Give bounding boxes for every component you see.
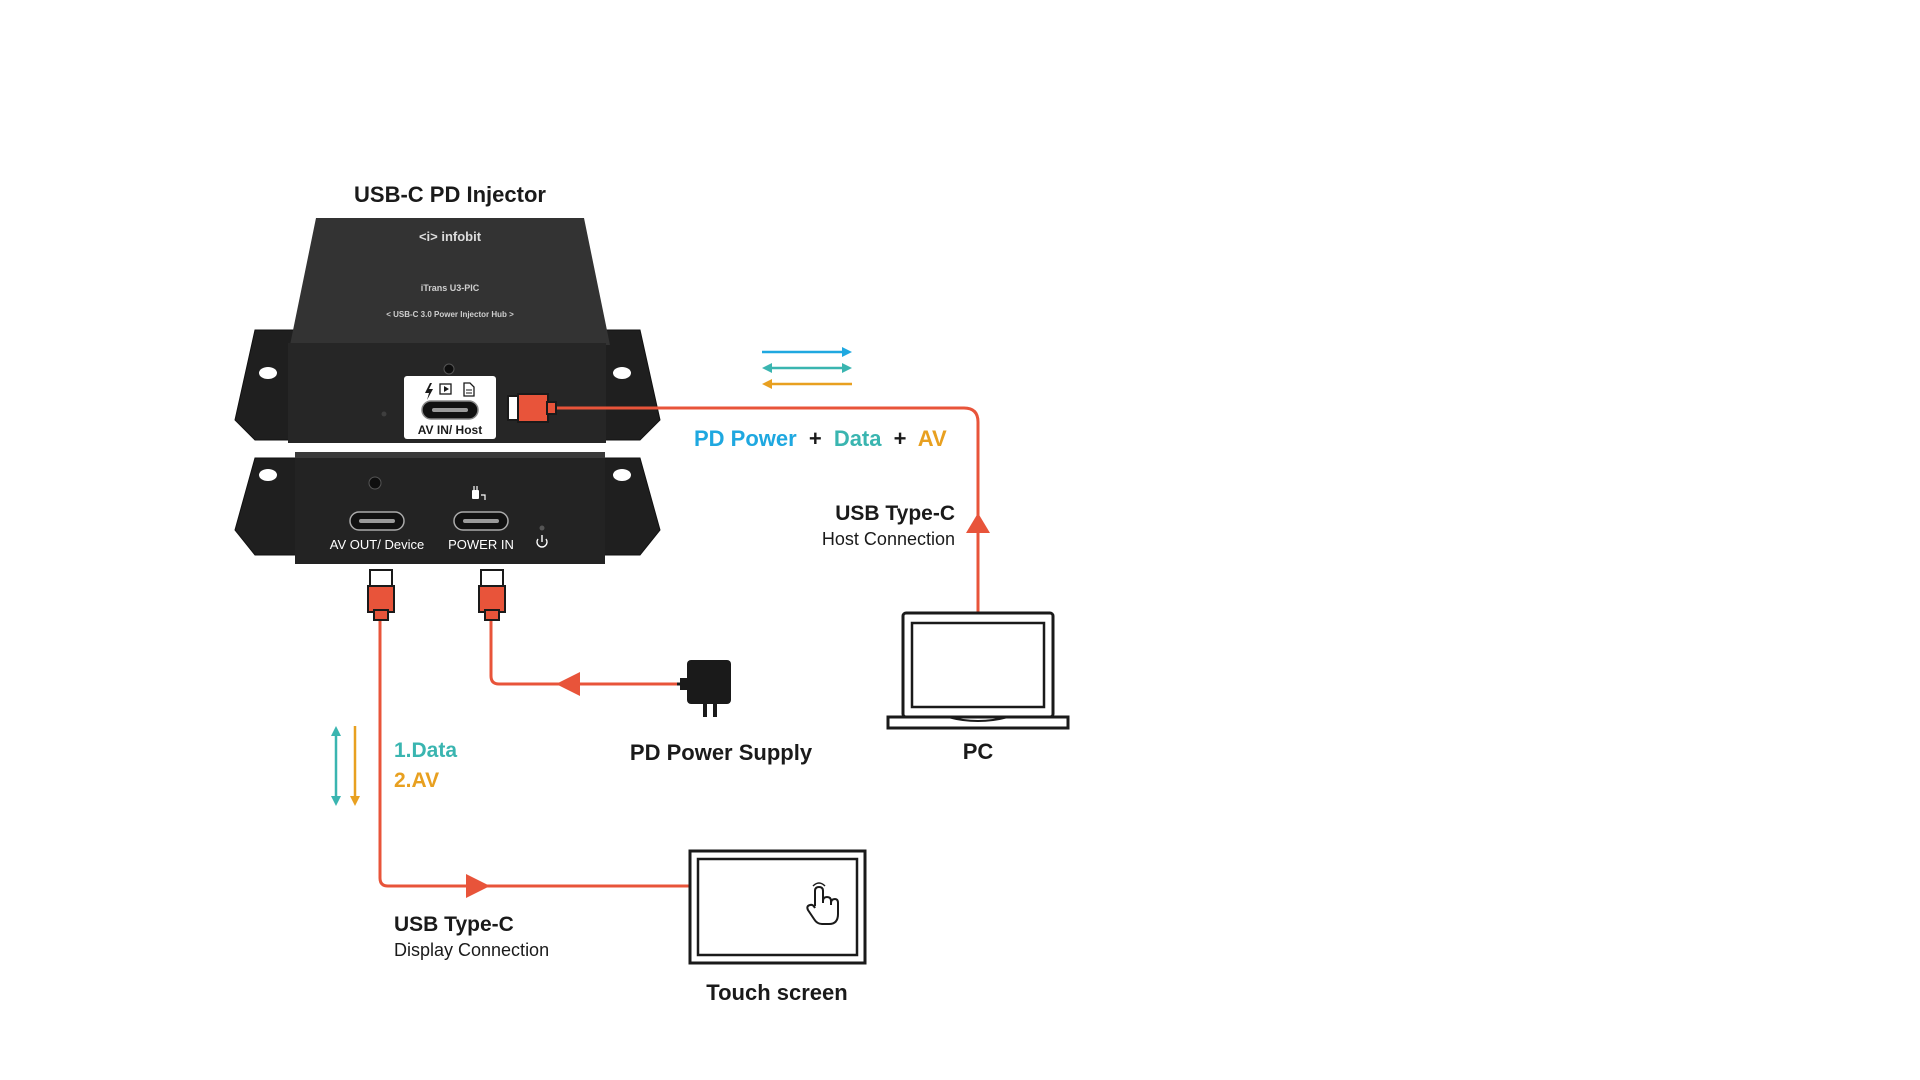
av-in-port-label: AV IN/ Host xyxy=(418,423,482,437)
display-cable xyxy=(378,618,690,888)
device-signal-arrows xyxy=(331,726,360,806)
av-out-port-label: AV OUT/ Device xyxy=(330,537,424,552)
av-label: AV xyxy=(918,426,947,451)
power-arrow-left xyxy=(556,672,580,696)
touch-screen-icon xyxy=(688,849,867,965)
plus-separator: + xyxy=(894,426,907,451)
touch-screen-label: Touch screen xyxy=(706,980,847,1005)
power-in-connector xyxy=(478,569,506,621)
host-cable xyxy=(556,406,980,612)
av-out-connector xyxy=(367,569,395,621)
display-arrow-right xyxy=(466,874,490,898)
data-label: Data xyxy=(834,426,882,451)
device-lower-face xyxy=(295,456,605,564)
model-name: iTrans U3-PIC xyxy=(421,283,480,293)
signal-legend: PD Power + Data + AV xyxy=(694,426,947,451)
power-icon xyxy=(536,535,548,548)
bracket-holes xyxy=(259,367,631,481)
display-link-subtitle: Display Connection xyxy=(394,940,549,960)
plus-separator: + xyxy=(809,426,822,451)
device-top-panel xyxy=(290,218,610,345)
host-link-title: USB Type-C xyxy=(835,502,955,525)
bolt-icon xyxy=(425,383,433,400)
host-arrow-up xyxy=(966,513,990,533)
play-icon xyxy=(439,383,452,395)
power-adapter-icon xyxy=(677,660,731,717)
cables xyxy=(378,406,980,888)
pd-power-label: PD Power xyxy=(694,426,797,451)
brand-logo: <i> infobit xyxy=(419,229,482,244)
pc-label: PC xyxy=(963,739,994,764)
pd-injector-device: <i> infobit iTrans U3-PIC < USB-C 3.0 Po… xyxy=(234,218,661,564)
power-supply-label: PD Power Supply xyxy=(630,740,813,765)
laptop-icon xyxy=(886,611,1070,730)
host-signal-arrows xyxy=(762,347,852,389)
power-in-port-label: POWER IN xyxy=(448,537,514,552)
display-link-title: USB Type-C xyxy=(394,913,514,936)
host-link-subtitle: Host Connection xyxy=(822,529,955,549)
hand-pointer-icon xyxy=(806,882,839,925)
device-data-label: 1.Data xyxy=(394,739,457,762)
model-subtitle: < USB-C 3.0 Power Injector Hub > xyxy=(386,310,514,319)
diagram-title: USB-C PD Injector xyxy=(354,182,546,207)
device-av-label: 2.AV xyxy=(394,769,439,792)
document-icon xyxy=(463,382,475,397)
plug-icon xyxy=(472,486,486,500)
host-connector xyxy=(507,393,557,423)
power-cable xyxy=(489,618,682,686)
